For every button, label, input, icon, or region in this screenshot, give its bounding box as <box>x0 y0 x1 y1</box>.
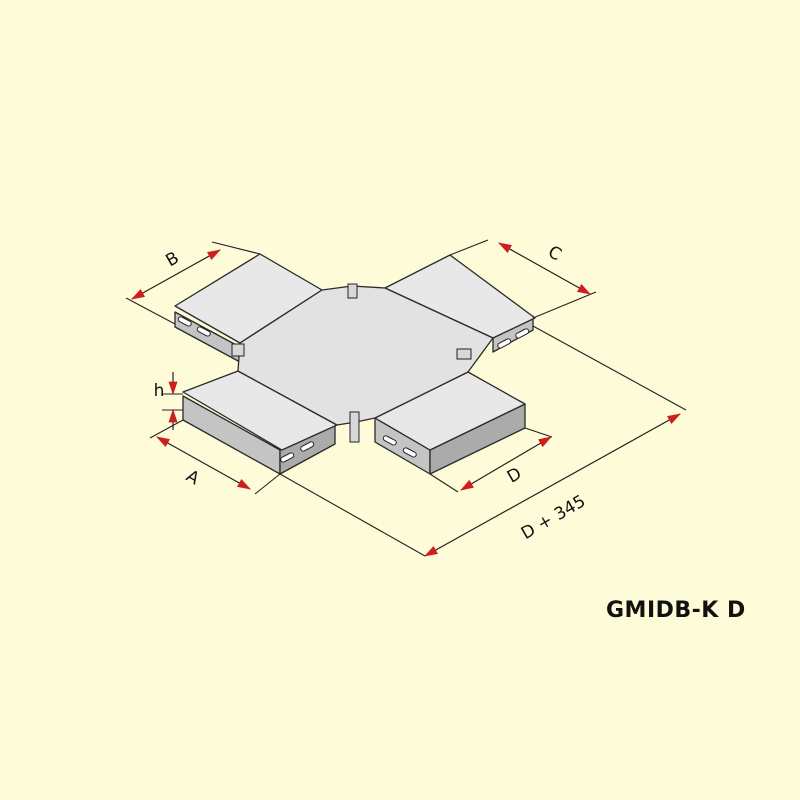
dim-label-a: A <box>182 466 202 489</box>
tray-body <box>174 253 536 475</box>
dim-label-b: B <box>162 248 182 271</box>
dim-arrow-total <box>424 413 681 557</box>
dimension-arrows <box>131 242 681 557</box>
dim-label-c: C <box>544 242 564 265</box>
model-code: GMIDB-K D <box>606 598 746 623</box>
joint-tabs <box>231 283 472 443</box>
dim-label-total: D + 345 <box>518 491 589 544</box>
dim-label-d: D <box>504 464 525 488</box>
dim-arrow-a <box>156 436 251 490</box>
dim-arrow-b <box>131 249 221 300</box>
mounting-slots <box>177 316 530 463</box>
center-plate-top <box>237 285 494 426</box>
dim-arrow-c <box>498 242 591 295</box>
dim-label-h: h <box>154 381 165 401</box>
